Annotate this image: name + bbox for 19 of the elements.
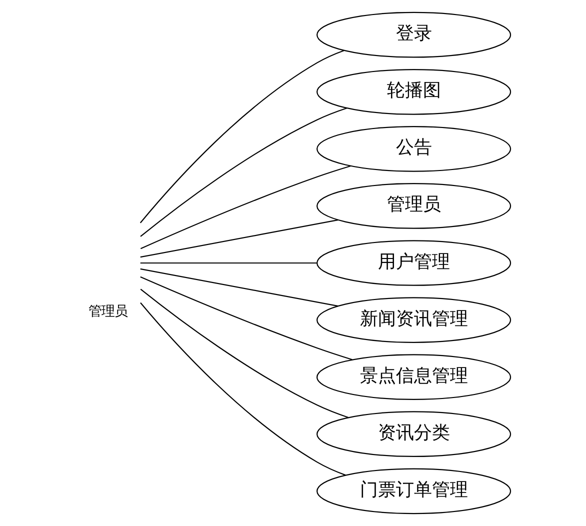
connector [140, 219, 338, 258]
connector [140, 268, 338, 307]
node-ellipse: 用户管理 [316, 240, 512, 286]
node-ellipse: 公告 [316, 126, 512, 172]
connector [140, 165, 351, 250]
node-ellipse: 登录 [316, 12, 512, 58]
node-text: 管理员 [88, 304, 128, 320]
connector [140, 262, 317, 264]
node-ellipse: 管理员 [316, 183, 512, 229]
connector [140, 276, 352, 360]
connector [140, 108, 347, 237]
node-ellipse: 景点信息管理 [316, 354, 512, 400]
node-ellipse: 资讯分类 [316, 411, 512, 458]
node-ellipse: 新闻资讯管理 [316, 297, 512, 343]
node-ellipse: 轮播图 [316, 68, 512, 115]
connector [140, 50, 344, 224]
node-ellipse: 门票订单管理 [316, 468, 512, 514]
connector [140, 288, 349, 418]
connector [140, 302, 346, 476]
